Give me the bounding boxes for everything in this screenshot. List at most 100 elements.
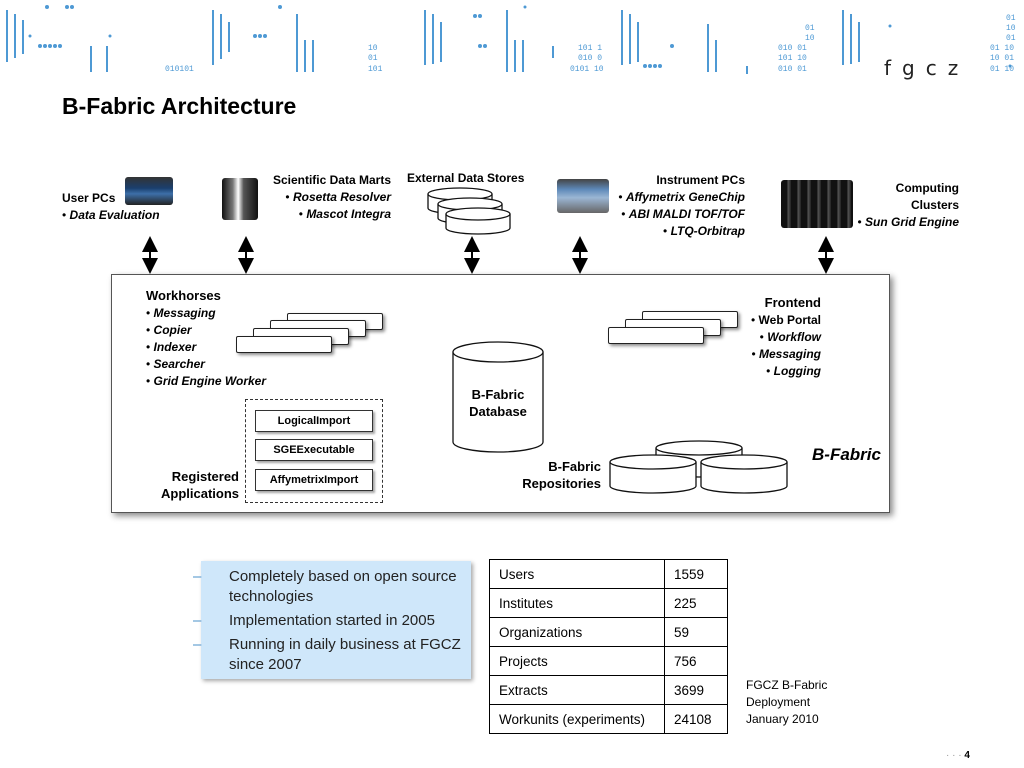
clusters-label: Computing Clusters • Sun Grid Engine (857, 181, 959, 229)
workhorse-item-2: Copier (153, 323, 192, 337)
svg-text:010101: 010101 (165, 65, 194, 74)
dash-icon: – (193, 568, 202, 585)
caption-line-1: FGCZ B-Fabric (746, 678, 828, 692)
svg-text:10: 10 (1006, 24, 1016, 33)
fgcz-logo: fgcz (884, 56, 970, 80)
frontend-item-4: Logging (773, 364, 821, 378)
page-number-value: 4 (964, 750, 970, 761)
stat-value: 3699 (664, 675, 728, 705)
repositories-label-1: B-Fabric (548, 459, 601, 474)
table-row: Organizations 59 (489, 617, 728, 647)
svg-text:010 01: 010 01 (778, 65, 807, 74)
svg-text:101: 101 (368, 65, 383, 74)
stat-label: Organizations (489, 617, 665, 647)
database-label-1: B-Fabric (471, 387, 525, 402)
dash-icon: – (193, 636, 202, 653)
external-stores-title: External Data Stores (407, 171, 525, 185)
svg-text:01: 01 (368, 54, 378, 63)
frontend-title: Frontend (764, 295, 821, 310)
frontend-item-2: Workflow (767, 330, 821, 344)
instrument-item-3: LTQ-Orbitrap (670, 224, 745, 238)
instrument-pcs-label: Instrument PCs • Affymetrix GeneChip • A… (618, 173, 745, 238)
stat-label: Users (489, 559, 665, 589)
caption-line-2: Deployment (746, 695, 811, 709)
registered-label-1: Registered (171, 469, 239, 484)
note-item: –Implementation started in 2005 (193, 611, 479, 631)
app-sge-executable: SGEExecutable (255, 439, 373, 461)
workhorse-item-3: Indexer (153, 340, 197, 354)
user-pcs-title: User PCs (62, 191, 116, 205)
note-text-1: Completely based on open source technolo… (229, 568, 457, 605)
svg-text:101 10: 101 10 (778, 54, 807, 63)
caption-line-3: January 2010 (746, 712, 819, 726)
svg-text:01 10: 01 10 (990, 65, 1014, 74)
instrument-pcs-title: Instrument PCs (656, 173, 745, 187)
registered-label-2: Applications (160, 486, 239, 501)
cluster-photo (781, 180, 853, 228)
note-item: – Running in daily business at FGCZ since… (193, 635, 481, 675)
table-caption: FGCZ B-Fabric Deployment January 2010 (746, 677, 827, 728)
data-marts-label: Scientific Data Marts • Rosetta Resolver… (272, 173, 391, 221)
database-cylinder (452, 341, 544, 453)
frontend-item-1: Web Portal (758, 313, 821, 327)
repositories-label-2: Repositories (522, 476, 601, 491)
database-label-2: Database (469, 404, 527, 419)
data-marts-item-2: Mascot Integra (306, 207, 391, 221)
stat-label: Workunits (experiments) (489, 704, 665, 734)
page-title: B-Fabric Architecture (62, 93, 297, 119)
data-marts-item-1: Rosetta Resolver (292, 190, 391, 204)
app-affymetrix-import: AffymetrixImport (255, 469, 373, 491)
external-stores-icon (427, 187, 511, 235)
instrument-pc-photo (557, 179, 609, 213)
table-row: Extracts 3699 (489, 675, 728, 705)
instrument-item-2: ABI MALDI TOF/TOF (628, 207, 745, 221)
stat-value: 1559 (664, 559, 728, 589)
clusters-title-1: Computing (895, 181, 959, 195)
clusters-item: Sun Grid Engine (864, 215, 959, 229)
table-row: Institutes 225 (489, 588, 728, 618)
svg-text:01: 01 (1006, 34, 1016, 43)
note-item: – Completely based on open source technol… (193, 567, 474, 607)
page-number: · · · 4 (946, 750, 970, 761)
svg-text:10: 10 (805, 34, 815, 43)
svg-text:0101 10: 0101 10 (570, 65, 604, 74)
database-label: B-Fabric Database (450, 386, 546, 420)
app-logical-import: LogicalImport (255, 410, 373, 432)
workhorse-item-1: Messaging (153, 306, 216, 320)
stat-value: 756 (664, 646, 728, 676)
frontend-label: Frontend • Web Portal • Workflow • Messa… (750, 295, 821, 378)
data-mart-photo (222, 178, 258, 220)
repositories-icon (609, 440, 788, 494)
stat-value: 225 (664, 588, 728, 618)
table-row: Projects 756 (489, 646, 728, 676)
note-text-3: Running in daily business at FGCZ since … (229, 636, 461, 673)
frontend-item-3: Messaging (758, 347, 821, 361)
workhorse-item-4: Searcher (153, 357, 205, 371)
deployment-stats-table: Users 1559 Institutes 225 Organizations … (489, 559, 728, 734)
b-fabric-label: B-Fabric (812, 445, 881, 464)
user-pc-photo (125, 177, 173, 205)
stat-label: Projects (489, 646, 665, 676)
svg-text:101 1: 101 1 (578, 44, 602, 53)
user-pcs-item: Data Evaluation (69, 208, 160, 222)
svg-text:010 0: 010 0 (578, 54, 602, 63)
frontend-stack-card (608, 327, 704, 344)
instrument-item-1: Affymetrix GeneChip (625, 190, 745, 204)
repositories-label: B-Fabric Repositories (500, 458, 601, 492)
svg-text:10: 10 (368, 44, 378, 53)
dash-icon: – (193, 612, 202, 629)
svg-text:10 01: 10 01 (990, 54, 1014, 63)
svg-text:01: 01 (805, 24, 815, 33)
user-pcs-label: User PCs • Data Evaluation (62, 191, 160, 222)
clusters-title-2: Clusters (910, 198, 959, 212)
workhorses-title: Workhorses (146, 288, 221, 303)
workhorses-label: Workhorses • Messaging • Copier • Indexe… (146, 288, 267, 388)
workhorse-stack-card (236, 336, 332, 353)
stat-value: 59 (664, 617, 728, 647)
notes-panel: – Completely based on open source technol… (193, 561, 474, 679)
stat-value: 24108 (664, 704, 728, 734)
workhorse-item-5: Grid Engine Worker (153, 374, 267, 388)
table-row: Users 1559 (489, 559, 728, 589)
page-dots-icon: · · · (946, 750, 965, 761)
